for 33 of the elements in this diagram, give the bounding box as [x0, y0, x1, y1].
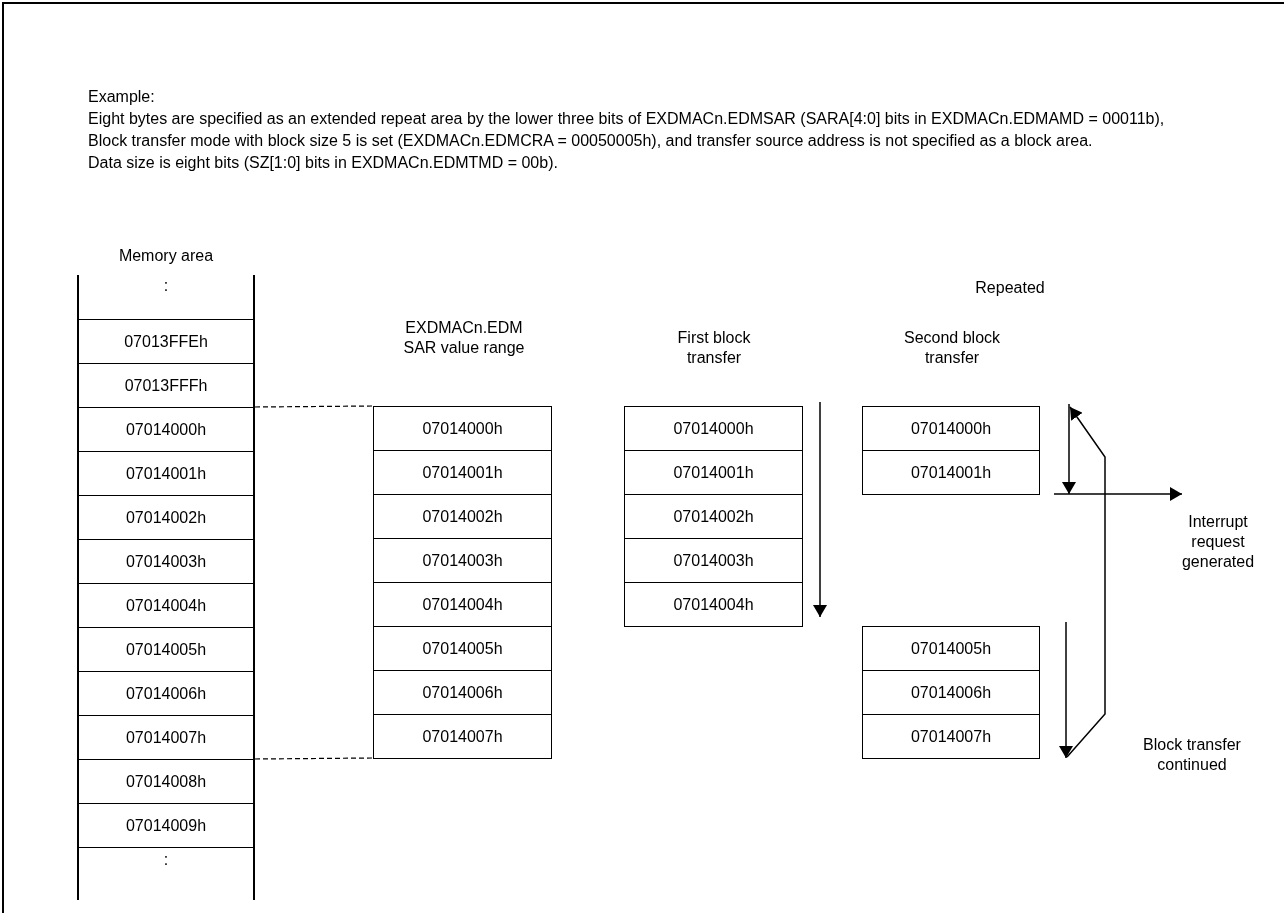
ellipsis-mark: : [162, 276, 170, 296]
address-cell: 07014002h [373, 494, 552, 539]
address-cell: 07014000h [624, 406, 803, 451]
column-heading: Memory area [117, 246, 215, 266]
heading-text: Example: [88, 87, 156, 107]
description-text: Eight bytes are specified as an extended repeat area by the lower three bits of EXDMACn.EDMSAR (SARA[4:0] bits in EXDMACn.EDMAMD = 00011b), [88, 109, 1166, 129]
address-cell: 07014007h [373, 714, 552, 759]
description-text: Block transfer mode with block size 5 is set (EXDMACn.EDMCRA = 00050005h), and transfer source address is not specified as a block area. [88, 131, 1094, 151]
address-cell: 07014000h [373, 406, 552, 451]
address-cell: 07014006h [862, 670, 1040, 715]
address-cell: 07014001h [862, 450, 1040, 495]
interrupt-note: Interrupt request generated [1180, 512, 1256, 572]
address-cell: 07014000h [862, 406, 1040, 451]
address-cell: 07014003h [624, 538, 803, 583]
dashed-guide-line [254, 405, 374, 408]
column-heading: First block transfer [676, 328, 752, 368]
address-cell: 07014006h [373, 670, 552, 715]
address-cell: 07014002h [624, 494, 803, 539]
description-text: Data size is eight bits (SZ[1:0] bits in EXDMACn.EDMTMD = 00b). [88, 153, 559, 173]
address-cell: 07014005h [862, 626, 1040, 671]
address-cell: 07014001h [373, 450, 552, 495]
address-cell: 07014001h [624, 450, 803, 495]
dashed-guide-line [254, 757, 374, 760]
column-heading: Second block transfer [902, 328, 1002, 368]
address-cell: 07014005h [373, 626, 552, 671]
address-cell: 07014004h [624, 582, 803, 627]
ellipsis-mark: : [162, 850, 170, 870]
address-cell: 07014004h [373, 582, 552, 627]
continue-note: Block transfer continued [1142, 735, 1242, 775]
column-heading: EXDMACn.EDM SAR value range [402, 318, 526, 358]
address-cell: 07014007h [862, 714, 1040, 759]
repeat-note: Repeated [974, 278, 1046, 298]
address-cell: 07014003h [373, 538, 552, 583]
